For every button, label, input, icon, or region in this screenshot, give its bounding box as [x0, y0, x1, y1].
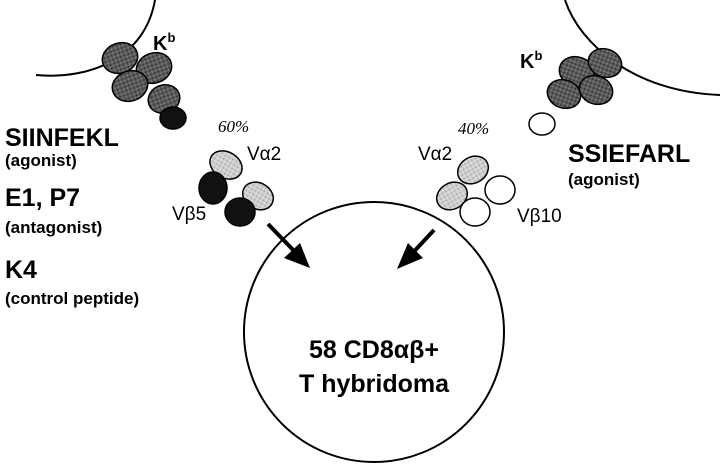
peptide-ssiefarl-name: SSIEFARL [568, 140, 690, 168]
right-tcr-percent: 40% [458, 119, 489, 138]
right-kb-molecule [528, 47, 623, 136]
left-arrow [266, 222, 310, 268]
peptide-siinfekl-role: (agonist) [5, 151, 77, 170]
left-tcr [198, 150, 275, 227]
right-arrow [397, 228, 436, 269]
left-kb-label: Kb [153, 30, 175, 55]
peptide-k4-name: K4 [5, 256, 37, 284]
peptide-siinfekl-name: SIINFEKL [5, 124, 119, 152]
right-tcr-valpha: Vα2 [418, 144, 452, 165]
peptide-e1p7-role: (antagonist) [5, 218, 102, 237]
peptide-e1p7-name: E1, P7 [5, 184, 80, 212]
right-tcr-vbeta: Vβ10 [517, 206, 562, 227]
peptide-ssiefarl-role: (agonist) [568, 170, 640, 189]
left-tcr-vbeta: Vβ5 [172, 204, 206, 225]
left-tcr-percent: 60% [218, 117, 249, 136]
left-tcr-valpha: Vα2 [247, 144, 281, 165]
right-kb-label: Kb [520, 48, 542, 73]
peptide-k4-role: (control peptide) [5, 289, 139, 308]
left-kb-molecule [101, 41, 187, 130]
hybridoma-label-line1: 58 CD8αβ+ [309, 336, 439, 364]
right-tcr [435, 155, 516, 227]
hybridoma-label-line2: T hybridoma [299, 370, 450, 398]
